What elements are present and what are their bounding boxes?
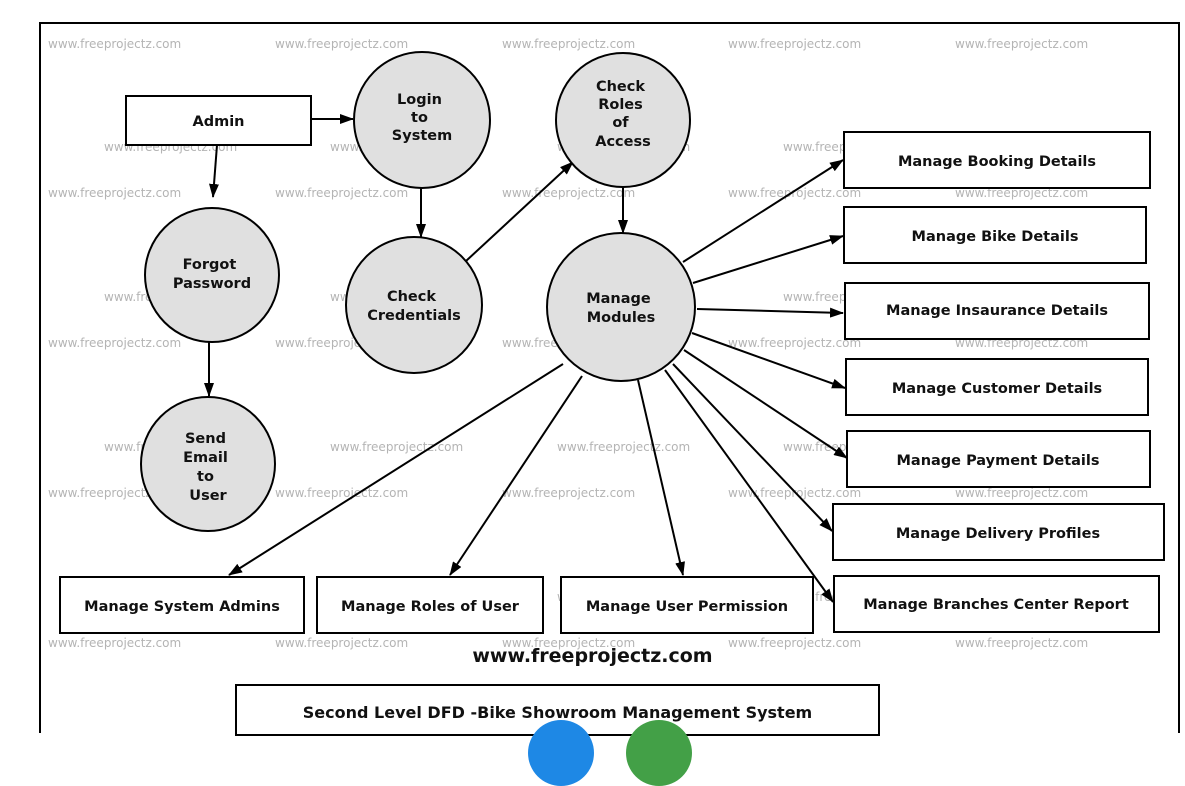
arrow-modules-to-branches <box>664 369 834 603</box>
module-customer-label: Manage Customer Details <box>892 381 1102 397</box>
module-user-permission: Manage User Permission <box>560 576 814 634</box>
process-send-email-line: Email <box>183 450 228 466</box>
module-branches-label: Manage Branches Center Report <box>863 597 1129 613</box>
arrow-modules-to-roles-of-user <box>449 375 583 576</box>
watermark-text: www.freeprojectz.com <box>502 486 635 500</box>
module-branches: Manage Branches Center Report <box>833 575 1160 633</box>
process-send-email-line: to <box>197 469 214 485</box>
watermark-text: www.freeprojectz.com <box>955 37 1088 51</box>
arrow-modules-to-bike <box>692 235 844 284</box>
watermark-text: www.freeprojectz.com <box>275 486 408 500</box>
process-check-roles: Check Roles of Access <box>555 52 691 188</box>
process-manage-modules-label: Manage Modules <box>586 291 656 326</box>
module-bike-label: Manage Bike Details <box>912 229 1079 245</box>
footer-url: www.freeprojectz.com <box>472 645 713 667</box>
process-check-credentials-line: Check <box>387 289 436 305</box>
share-badge-icon[interactable] <box>626 720 692 786</box>
arrow-credentials-to-roles <box>465 161 574 262</box>
process-send-email-line: User <box>189 488 227 504</box>
module-delivery-label: Manage Delivery Profiles <box>896 526 1100 542</box>
process-login-line: Login <box>397 92 442 108</box>
watermark-text: www.freeprojectz.com <box>728 37 861 51</box>
watermark-text: www.freeprojectz.com <box>728 186 861 200</box>
process-check-roles-line: of <box>612 115 629 131</box>
diagram-frame <box>39 22 1180 733</box>
watermark-text: www.freeprojectz.com <box>48 636 181 650</box>
process-forgot-password: Forgot Password <box>144 207 280 343</box>
module-payment-label: Manage Payment Details <box>896 453 1099 469</box>
share-badge-icon[interactable] <box>528 720 594 786</box>
module-bike: Manage Bike Details <box>843 206 1147 264</box>
module-booking-label: Manage Booking Details <box>898 154 1096 170</box>
watermark-text: www.freeprojectz.com <box>48 186 181 200</box>
process-manage-modules-line: Manage <box>586 291 651 307</box>
dfd-diagram: www.freeprojectz.com www.freeprojectz.co… <box>48 37 1165 650</box>
process-login-label: Login to System <box>392 92 452 144</box>
module-insaurance: Manage Insaurance Details <box>844 282 1150 340</box>
process-check-credentials: Check Credentials <box>345 236 483 374</box>
arrow-modules-to-user-permission <box>637 379 685 576</box>
process-forgot-password-line: Password <box>173 276 251 292</box>
module-booking: Manage Booking Details <box>843 131 1151 189</box>
process-forgot-password-line: Forgot <box>183 257 237 273</box>
process-send-email-line: Send <box>185 431 226 447</box>
admin-entity: Admin <box>125 95 312 146</box>
watermark-text: www.freeprojectz.com <box>275 636 408 650</box>
watermark-text: www.freeprojectz.com <box>955 486 1088 500</box>
module-roles-of-user-label: Manage Roles of User <box>341 599 520 615</box>
arrow-modules-to-system-admins <box>228 363 564 576</box>
process-login: Login to System <box>353 51 491 189</box>
process-forgot-password-label: Forgot Password <box>173 257 251 292</box>
watermark-text: www.freeprojectz.com <box>955 636 1088 650</box>
process-manage-modules: Manage Modules <box>546 232 696 382</box>
process-check-credentials-line: Credentials <box>367 308 460 324</box>
arrow-admin-to-forgot <box>209 144 219 198</box>
process-check-roles-line: Access <box>595 134 651 150</box>
arrow-modules-to-insaurance <box>696 307 844 318</box>
process-manage-modules-line: Modules <box>587 310 656 326</box>
module-insaurance-label: Manage Insaurance Details <box>886 303 1108 319</box>
watermark-text: www.freeprojectz.com <box>275 37 408 51</box>
module-user-permission-label: Manage User Permission <box>586 599 788 615</box>
watermark-text: www.freeprojectz.com <box>502 636 635 650</box>
watermark-text: www.freeprojectz.com <box>275 186 408 200</box>
process-send-email-label: Send Email to User <box>183 431 233 504</box>
process-send-email: Send Email to User <box>140 396 276 532</box>
watermark-text: www.freeprojectz.com <box>728 336 861 350</box>
watermark-text: www.freeprojectz.com <box>955 186 1088 200</box>
admin-label: Admin <box>192 114 244 130</box>
process-login-line: System <box>392 128 452 144</box>
arrow-modules-to-payment <box>683 349 848 459</box>
process-check-credentials-label: Check Credentials <box>367 289 460 324</box>
flow-arrows <box>204 114 848 603</box>
arrow-modules-to-customer <box>691 332 846 389</box>
watermark-text: www.freeprojectz.com <box>728 636 861 650</box>
arrow-modules-to-booking <box>682 159 844 263</box>
watermark-text: www.freeprojectz.com <box>330 440 463 454</box>
module-payment: Manage Payment Details <box>846 430 1151 488</box>
module-roles-of-user: Manage Roles of User <box>316 576 544 634</box>
module-system-admins: Manage System Admins <box>59 576 305 634</box>
watermark-text: www.freeprojectz.com <box>502 186 635 200</box>
process-check-roles-line: Roles <box>598 97 643 113</box>
process-check-roles-line: Check <box>596 79 645 95</box>
module-customer: Manage Customer Details <box>845 358 1149 416</box>
module-delivery: Manage Delivery Profiles <box>832 503 1165 561</box>
process-login-line: to <box>411 110 428 126</box>
watermark-text: www.freeprojectz.com <box>557 440 690 454</box>
arrow-modules-to-delivery <box>672 363 833 532</box>
watermark-text: www.freeprojectz.com <box>48 336 181 350</box>
module-system-admins-label: Manage System Admins <box>84 599 280 615</box>
process-check-roles-label: Check Roles of Access <box>595 79 651 150</box>
watermark-text: www.freeprojectz.com <box>48 37 181 51</box>
watermark-text: www.freeprojectz.com <box>502 37 635 51</box>
